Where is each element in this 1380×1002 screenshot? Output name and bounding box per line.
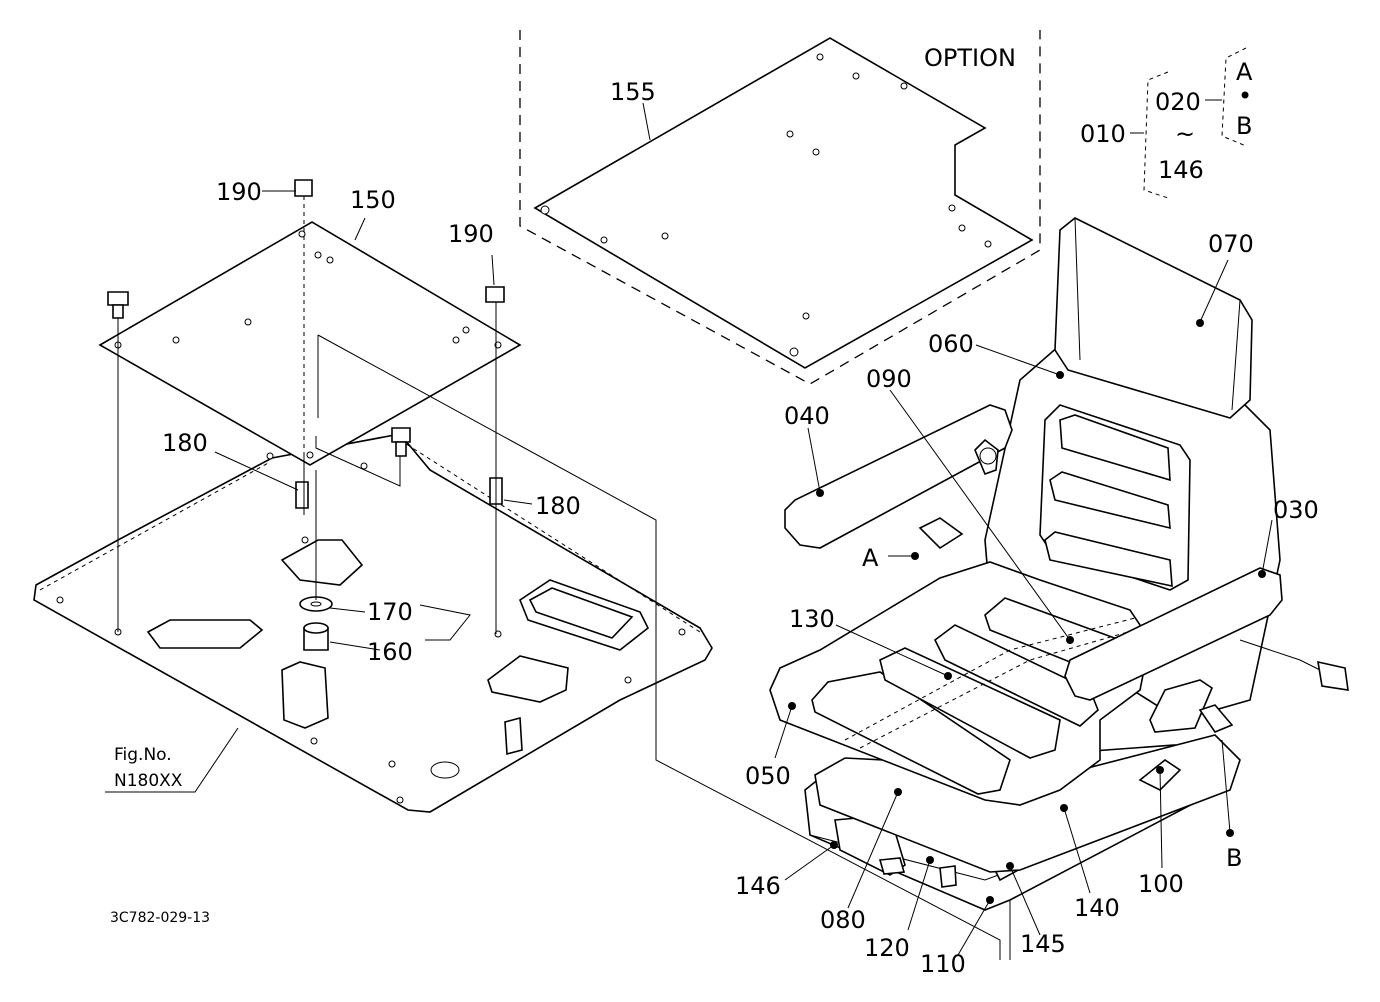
label-150: 150 xyxy=(350,186,396,214)
label-180-right: 180 xyxy=(535,492,581,520)
option-plate-155 xyxy=(519,30,1041,385)
label-190-right: 190 xyxy=(448,220,494,248)
label-130: 130 xyxy=(789,605,835,633)
label-040: 040 xyxy=(784,402,830,430)
fig-no-value: N180XX xyxy=(114,771,183,791)
label-110: 110 xyxy=(920,950,966,978)
point-a: A xyxy=(862,544,879,572)
seat-assembly xyxy=(769,217,1349,911)
legend-last: 146 xyxy=(1158,156,1204,184)
legend-first: 020 xyxy=(1155,88,1201,116)
label-090: 090 xyxy=(866,365,912,393)
option-label: OPTION xyxy=(924,44,1016,72)
mount-plate-150 xyxy=(98,221,522,466)
legend-brackets xyxy=(1130,47,1247,199)
label-146: 146 xyxy=(735,872,781,900)
label-100: 100 xyxy=(1138,870,1184,898)
point-b: B xyxy=(1226,844,1242,872)
drawing-code: 3C782-029-13 xyxy=(110,910,210,926)
fig-no-label: Fig.No. xyxy=(114,745,172,765)
legend-branch-a: A xyxy=(1236,58,1253,86)
label-170: 170 xyxy=(367,598,413,626)
label-060: 060 xyxy=(928,330,974,358)
label-140: 140 xyxy=(1074,894,1120,922)
floor-plate xyxy=(33,433,713,813)
label-180-left: 180 xyxy=(162,429,208,457)
alignment-lines xyxy=(117,196,1001,960)
legend-branch-b: B xyxy=(1236,112,1252,140)
label-155: 155 xyxy=(610,78,656,106)
label-190-left: 190 xyxy=(216,178,262,206)
legend-root: 010 xyxy=(1080,120,1126,148)
hardware xyxy=(107,179,505,651)
legend-range-mark: ~ xyxy=(1175,120,1195,148)
leader-lines xyxy=(105,102,1273,960)
label-145: 145 xyxy=(1020,930,1066,958)
label-160: 160 xyxy=(367,638,413,666)
label-120: 120 xyxy=(864,934,910,962)
text-labels: OPTION 010 020 ~ 146 A • B 190 150 190 1… xyxy=(110,44,1319,978)
label-050: 050 xyxy=(745,762,791,790)
label-070: 070 xyxy=(1208,230,1254,258)
legend-branch-sep: • xyxy=(1238,82,1252,110)
label-030: 030 xyxy=(1273,496,1319,524)
label-080: 080 xyxy=(820,906,866,934)
